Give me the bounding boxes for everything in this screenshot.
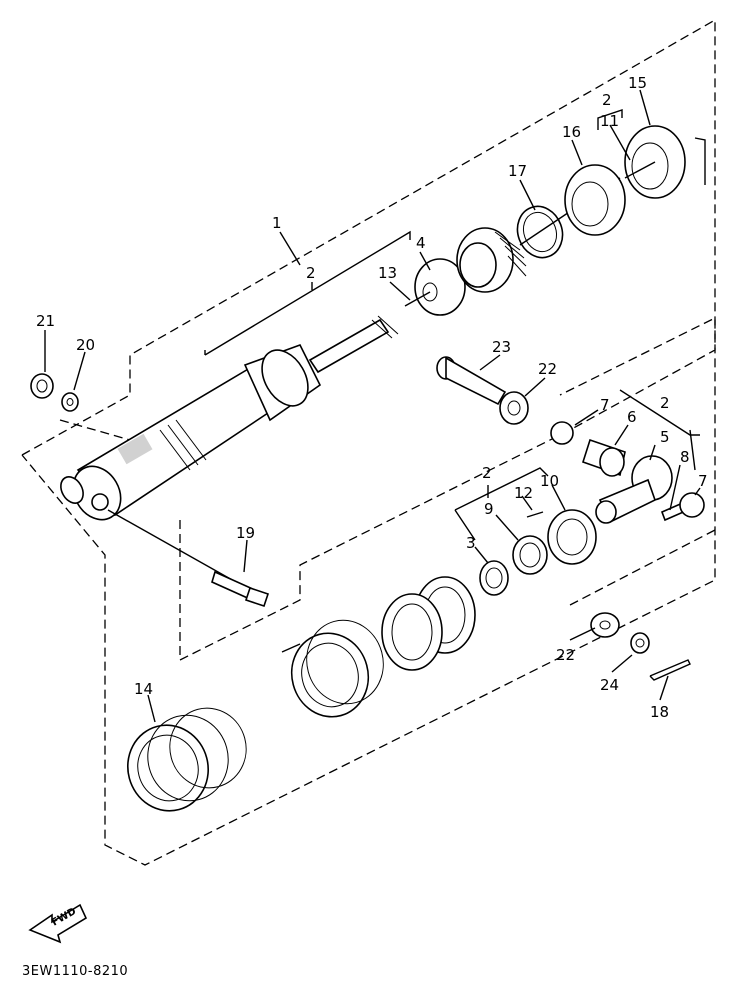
assembly-boundary-lines [21,18,716,866]
spring-seat-16 [564,164,626,236]
shock-absorber-body [60,315,399,521]
bolt-19 [107,509,270,608]
callout-15: 15 [628,74,647,92]
pin-12 [526,511,544,518]
bearing-3 [479,560,509,596]
callout-24: 24 [600,676,619,694]
washer-20 [61,392,79,412]
callout-9: 9 [484,500,494,518]
bushing-6 [582,438,626,477]
callout-14: 14 [134,680,153,698]
washer-22-upper [499,391,529,425]
callout-11: 11 [600,112,619,130]
ring-nut-10 [547,509,597,565]
callout-16: 16 [562,123,581,141]
callout-6: 6 [627,408,637,426]
lock-washer-9 [512,535,548,575]
callout-22-upper: 22 [538,360,557,378]
callout-2-shock: 2 [306,264,316,282]
callout-12: 12 [514,484,533,502]
callout-18: 18 [650,703,669,721]
spring-upper [281,619,384,718]
callout-20: 20 [76,336,95,354]
callout-2-nut: 2 [482,464,492,482]
collar-7-lower [679,492,705,518]
callout-3: 3 [466,534,476,552]
callout-labels: 1 2 2 2 2 3 4 5 6 7 7 8 9 10 11 12 13 14… [36,74,708,721]
callout-21: 21 [36,312,55,330]
callout-4: 4 [416,234,426,252]
washer-24 [630,632,650,654]
callout-8: 8 [680,448,690,466]
callout-7-lower: 7 [698,472,708,490]
spring-seat-threaded [456,227,527,293]
seal-15 [624,125,686,199]
pin-23 [436,356,507,406]
callout-23: 23 [492,338,511,356]
callout-22-lower: 22 [556,646,575,664]
forward-arrow-icon: FWD [28,903,88,944]
nut-21 [30,373,54,399]
spring-14 [126,707,247,812]
cotter-pin-18 [649,659,691,681]
washer-22-lower [590,612,620,638]
adjuster-ring-lower [381,593,443,671]
callout-10: 10 [540,472,559,490]
callout-19: 19 [236,524,255,542]
callout-17: 17 [508,162,527,180]
callout-5: 5 [660,428,670,446]
callout-1: 1 [272,214,282,232]
callout-2-seal: 2 [602,91,612,109]
bump-stop-4 [404,258,466,316]
collar-7-upper [550,421,574,445]
callout-7-upper: 7 [600,396,610,414]
leader-lines [44,89,706,723]
drawing-code: 3EW1110-8210 [22,964,128,979]
bracket-5 [595,455,673,524]
callout-13: 13 [378,264,397,282]
callout-2-link: 2 [660,394,670,412]
